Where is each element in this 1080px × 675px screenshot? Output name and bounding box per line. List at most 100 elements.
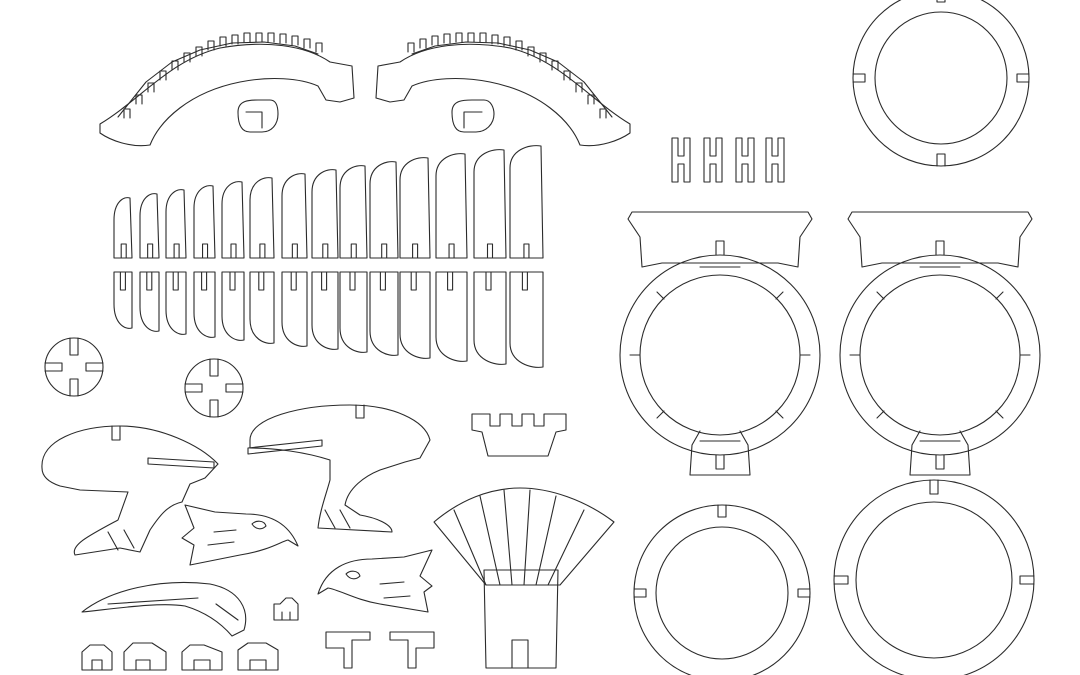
crest-tooth: [467, 32, 475, 43]
rib-upper: [139, 193, 160, 259]
rib-lower: [399, 271, 431, 359]
tail-fan: [433, 487, 615, 669]
rib-upper: [281, 173, 308, 259]
crest-tooth: [219, 36, 227, 47]
crest-tooth: [503, 36, 511, 47]
rib-row-lower: [113, 271, 544, 368]
bird-body-left: [41, 425, 219, 556]
bird-head-right: [317, 549, 433, 613]
h-connectors: [671, 137, 785, 183]
crest-tooth: [539, 52, 547, 63]
bird-body-right: [247, 404, 431, 533]
rib-upper: [369, 161, 399, 259]
crest-tooth: [587, 94, 595, 105]
rib-row-upper: [113, 145, 544, 259]
crest-tooth: [255, 32, 263, 43]
crest-tooth: [551, 60, 559, 71]
crest-tooth: [479, 32, 487, 43]
frame-notch: [876, 410, 885, 419]
h-connector: [765, 137, 785, 183]
rib-upper: [249, 177, 275, 259]
rib-upper: [113, 197, 133, 259]
small-connectors: [81, 597, 435, 671]
frame-notch: [995, 410, 1004, 419]
cross-disk-right: [184, 358, 244, 418]
rib-upper: [509, 145, 544, 259]
h-connector: [735, 137, 755, 183]
rib-lower: [249, 271, 275, 344]
h-connector: [703, 137, 723, 183]
frame-cap: [627, 211, 813, 268]
crest-tooth: [575, 82, 583, 93]
crest-tooth: [443, 33, 451, 44]
rib-lower: [369, 271, 399, 356]
frame-outer-ring: [839, 254, 1041, 456]
crest-tooth: [171, 60, 179, 71]
crest-tooth: [147, 82, 155, 93]
frame-notch: [876, 291, 885, 300]
crest-tooth: [419, 38, 427, 49]
crest-tooth: [407, 42, 415, 53]
rib-upper: [311, 169, 339, 259]
frame-notch: [656, 291, 665, 300]
rib-lower: [435, 271, 468, 362]
frame-notch: [775, 410, 784, 419]
rib-upper: [435, 153, 468, 259]
hook-left: [237, 99, 279, 133]
rib-lower: [113, 271, 133, 329]
ring-bottom-right: [833, 479, 1035, 675]
rib-upper: [473, 149, 507, 259]
rib-lower: [339, 271, 368, 353]
rib-lower: [221, 271, 245, 341]
hook-right: [451, 99, 495, 133]
crest-tooth: [159, 70, 167, 81]
rib-lower: [193, 271, 216, 338]
ring-frame-right: [839, 211, 1041, 476]
crest-tooth: [303, 38, 311, 49]
neck-crest-left: [99, 41, 355, 147]
cross-disk-left: [44, 337, 104, 397]
crest-tooth: [243, 32, 251, 43]
crest-tooth: [315, 42, 323, 53]
crest-tooth: [527, 46, 535, 57]
crest-tooth: [279, 33, 287, 44]
crest-tooth: [267, 32, 275, 43]
rib-upper: [193, 185, 216, 259]
frame-notch: [656, 410, 665, 419]
rib-lower: [311, 271, 339, 350]
frame-outer-ring: [619, 254, 821, 456]
wing-small: [81, 581, 247, 637]
ring-top: [852, 0, 1030, 167]
rib-lower: [509, 271, 544, 368]
comb-bracket: [471, 413, 567, 457]
frame-slots: [699, 240, 741, 470]
h-connector: [671, 137, 691, 183]
frame-cap: [847, 211, 1033, 268]
crest-tooth: [183, 52, 191, 63]
crest-tooth: [195, 46, 203, 57]
frame-foot: [909, 430, 971, 476]
crest-tooth: [563, 70, 571, 81]
frame-notch: [775, 291, 784, 300]
rib-lower: [473, 271, 507, 365]
rib-lower: [281, 271, 308, 347]
crest-teeth: [123, 32, 607, 119]
rib-upper: [339, 165, 368, 259]
crest-tooth: [431, 35, 439, 46]
frame-slots: [919, 240, 961, 470]
crest-tooth: [599, 108, 607, 119]
rib-upper: [399, 157, 431, 259]
rib-lower: [165, 271, 187, 335]
crest-tooth: [123, 108, 131, 119]
frame-notch: [995, 291, 1004, 300]
frame-foot: [689, 430, 751, 476]
crest-tooth: [455, 32, 463, 43]
rib-upper: [165, 189, 187, 259]
rib-lower: [139, 271, 160, 332]
rib-upper: [221, 181, 245, 259]
neck-crest-right: [375, 41, 631, 147]
ring-frame-left: [619, 211, 821, 476]
crest-tooth: [291, 35, 299, 46]
